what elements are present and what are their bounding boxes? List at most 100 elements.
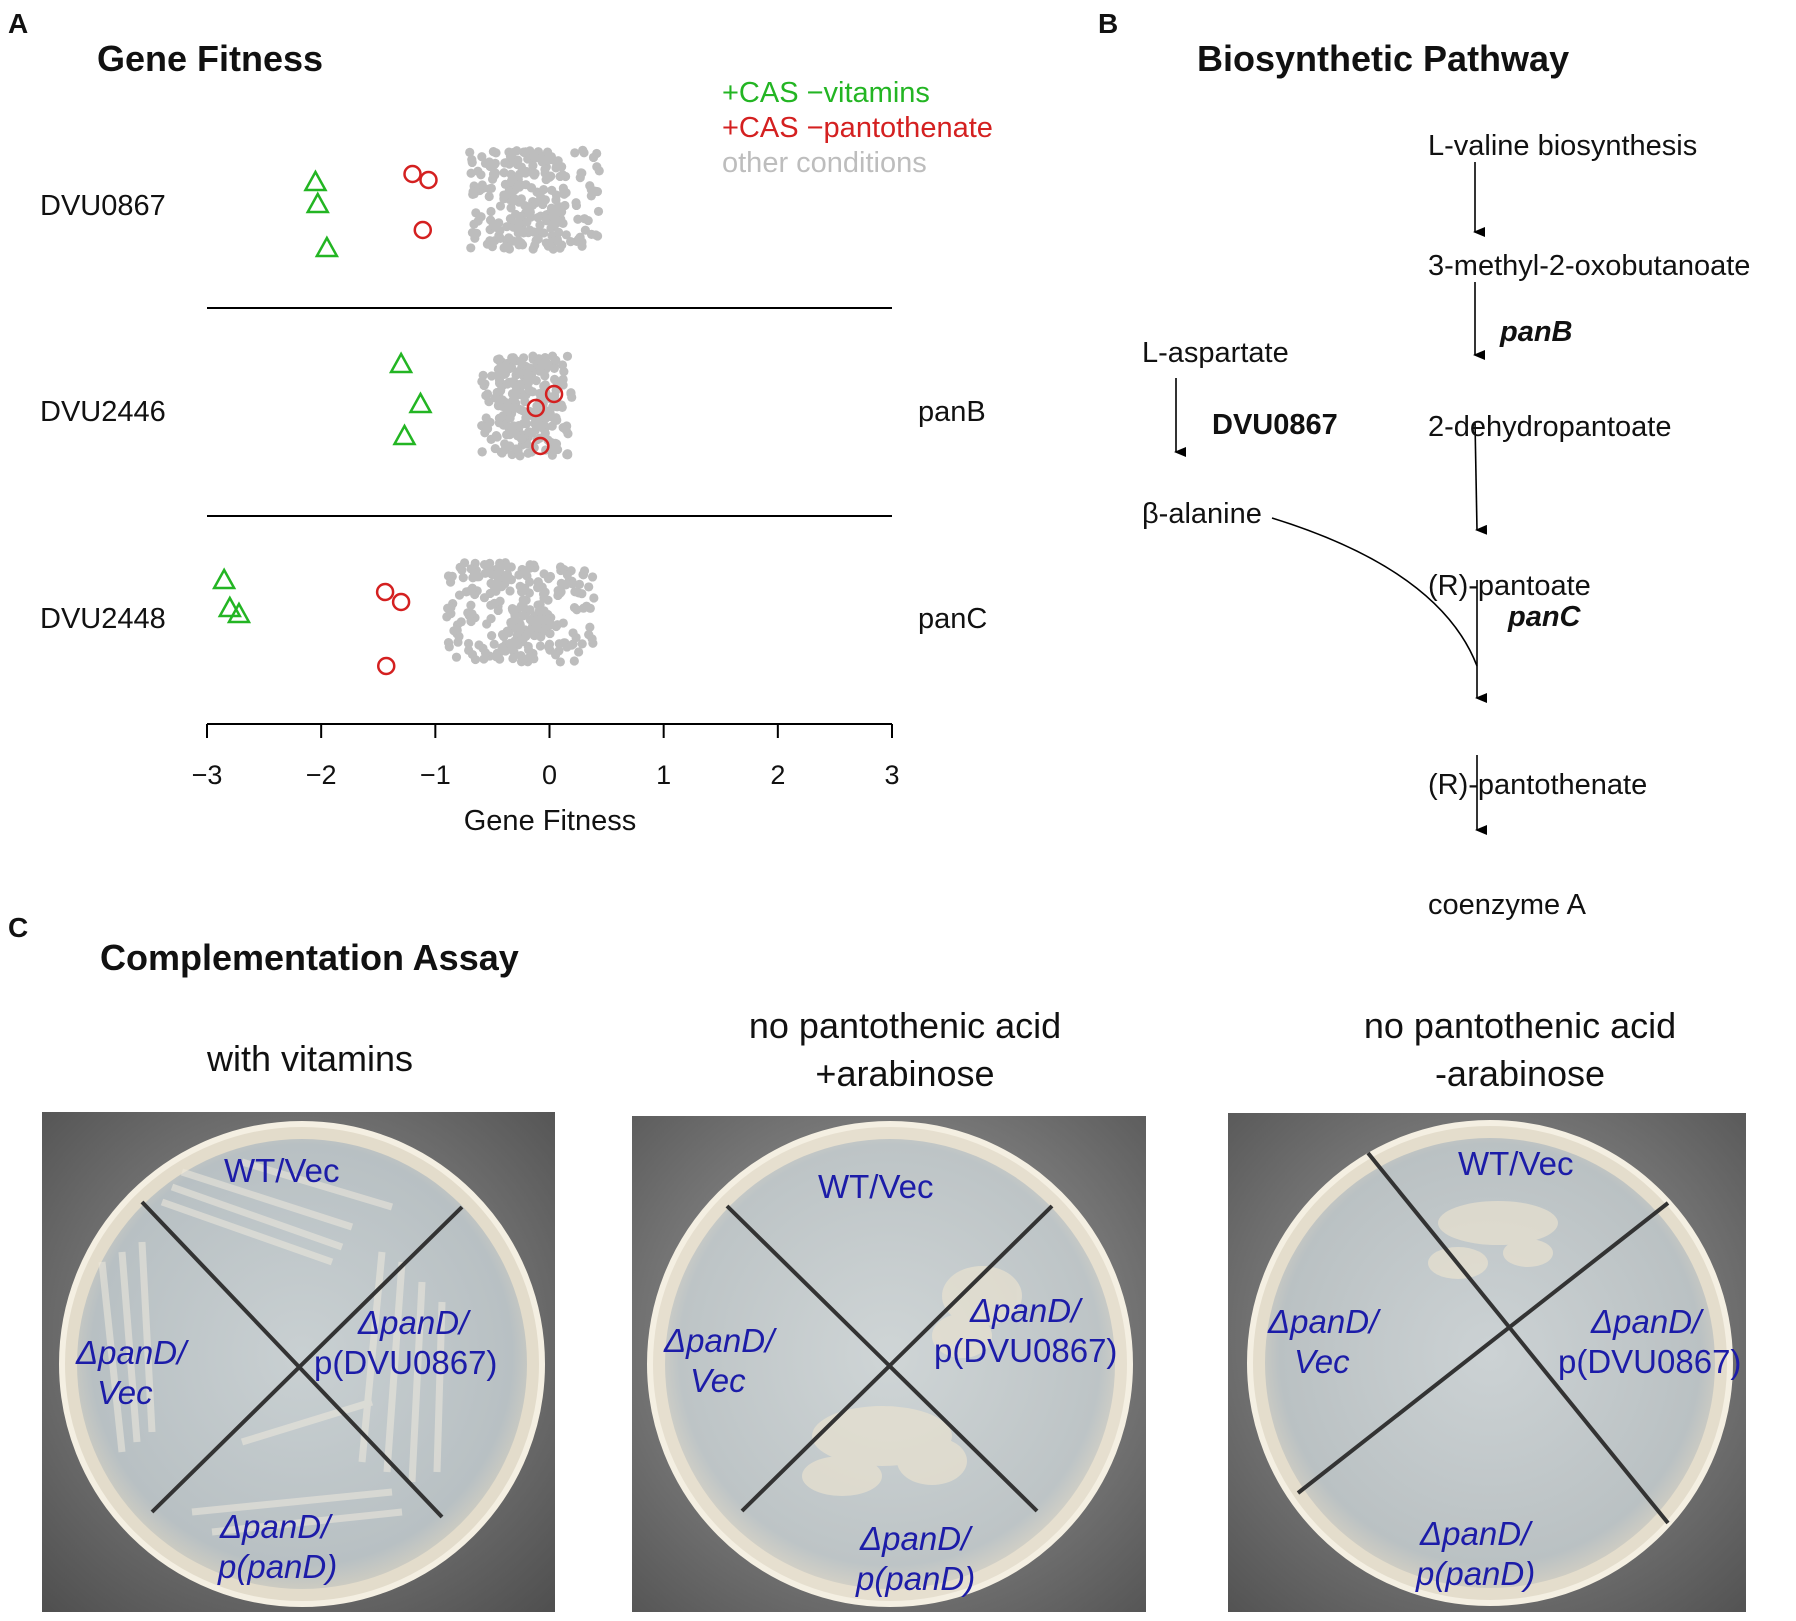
point-other-condition	[504, 187, 514, 197]
point-other-condition	[574, 579, 585, 590]
point-other-condition	[585, 622, 595, 632]
point-other-condition	[561, 188, 571, 198]
point-other-condition	[540, 164, 550, 175]
point-other-condition	[547, 185, 557, 195]
point-other-condition	[535, 220, 545, 230]
point-other-condition	[556, 578, 566, 588]
strain-pand-vec-a: ΔpanD/	[75, 1334, 189, 1371]
point-other-condition	[558, 170, 568, 180]
point-other-condition	[574, 647, 584, 657]
point-other-condition	[494, 562, 504, 572]
strain-pand-vec-a: ΔpanD/	[663, 1322, 777, 1359]
point-other-condition	[521, 147, 531, 157]
point-cas-minus-vitamins	[303, 169, 328, 192]
point-other-condition	[539, 569, 549, 579]
point-other-condition	[567, 579, 578, 589]
point-other-condition	[515, 214, 525, 224]
point-other-condition	[477, 447, 487, 457]
point-other-condition	[553, 585, 563, 596]
point-other-condition	[502, 222, 512, 232]
point-other-condition	[543, 595, 553, 605]
panel-c-label: C	[8, 912, 29, 943]
gene-symbol-panc: panC	[918, 603, 988, 635]
point-other-condition	[461, 587, 471, 597]
point-other-condition	[532, 615, 542, 625]
point-other-condition	[505, 638, 515, 648]
point-other-condition	[504, 429, 514, 439]
point-other-condition	[567, 640, 577, 650]
enzyme-dvu0867: DVU0867	[1212, 409, 1338, 441]
point-other-condition	[459, 558, 470, 568]
point-other-condition	[467, 649, 478, 660]
point-other-condition	[486, 206, 496, 217]
point-other-condition	[526, 428, 536, 438]
point-other-condition	[584, 630, 594, 640]
point-other-condition	[546, 154, 556, 165]
point-other-condition	[508, 605, 518, 615]
point-other-condition	[561, 230, 571, 240]
point-other-condition	[548, 244, 558, 254]
point-other-condition	[555, 657, 565, 667]
point-other-condition	[555, 243, 565, 253]
legend-pantothenate: +CAS −pantothenate	[722, 112, 993, 144]
point-other-condition	[552, 620, 563, 630]
point-other-condition	[539, 185, 549, 195]
point-other-condition	[485, 236, 495, 246]
point-other-condition	[505, 441, 515, 451]
point-other-condition	[566, 236, 576, 247]
point-other-condition	[536, 632, 546, 642]
point-other-condition	[570, 587, 580, 597]
x-tick-label: −1	[420, 760, 451, 790]
point-other-condition	[552, 236, 563, 246]
point-other-condition	[589, 593, 599, 603]
strain-pand-dvu-a: ΔpanD/	[1590, 1303, 1704, 1340]
point-other-condition	[535, 641, 546, 651]
point-other-condition	[550, 438, 561, 448]
x-tick-label: 1	[656, 760, 671, 790]
point-other-condition	[501, 403, 511, 413]
legend-other: other conditions	[722, 147, 927, 179]
point-cas-minus-pantothenate	[526, 398, 546, 418]
point-other-condition	[524, 577, 535, 587]
point-other-condition	[486, 614, 496, 624]
point-other-condition	[481, 413, 491, 423]
point-other-condition	[468, 187, 478, 197]
gene-label-dvu2446: DVU2446	[40, 396, 166, 428]
point-other-condition	[554, 206, 564, 216]
point-other-condition	[519, 602, 529, 612]
point-other-condition	[514, 570, 524, 580]
point-other-condition	[520, 396, 530, 407]
point-other-condition	[555, 562, 566, 572]
strain-pand-dvu-b: p(DVU0867)	[934, 1332, 1117, 1369]
point-other-condition	[545, 628, 555, 639]
point-other-condition	[504, 573, 514, 583]
point-other-condition	[566, 389, 576, 399]
point-other-condition	[489, 598, 500, 608]
gene-label-dvu2448: DVU2448	[40, 603, 166, 635]
point-other-condition	[509, 421, 519, 431]
strain-pand-vec-a: ΔpanD/	[1267, 1303, 1381, 1340]
point-other-condition	[512, 146, 522, 156]
point-other-condition	[492, 432, 502, 442]
condition-arabinose-plus: no pantothenic acid +arabinose	[748, 1005, 1062, 1094]
point-other-condition	[451, 652, 462, 662]
point-other-condition	[544, 642, 554, 652]
arrow-dehydropantoate-to-pantoate	[1474, 421, 1488, 535]
point-other-condition	[508, 175, 518, 185]
point-other-condition	[500, 646, 511, 656]
point-other-condition	[466, 616, 476, 627]
point-other-condition	[533, 234, 543, 244]
point-other-condition	[505, 413, 515, 423]
point-other-condition	[516, 357, 526, 368]
point-other-condition	[517, 433, 527, 444]
point-other-condition	[579, 148, 589, 158]
point-other-condition	[496, 394, 506, 405]
point-other-condition	[543, 435, 553, 445]
point-other-condition	[449, 626, 459, 636]
point-other-condition	[570, 148, 580, 158]
point-other-condition	[465, 147, 475, 157]
panel-a-label: A	[8, 8, 29, 39]
point-other-condition	[531, 622, 541, 632]
point-other-condition	[542, 147, 553, 157]
